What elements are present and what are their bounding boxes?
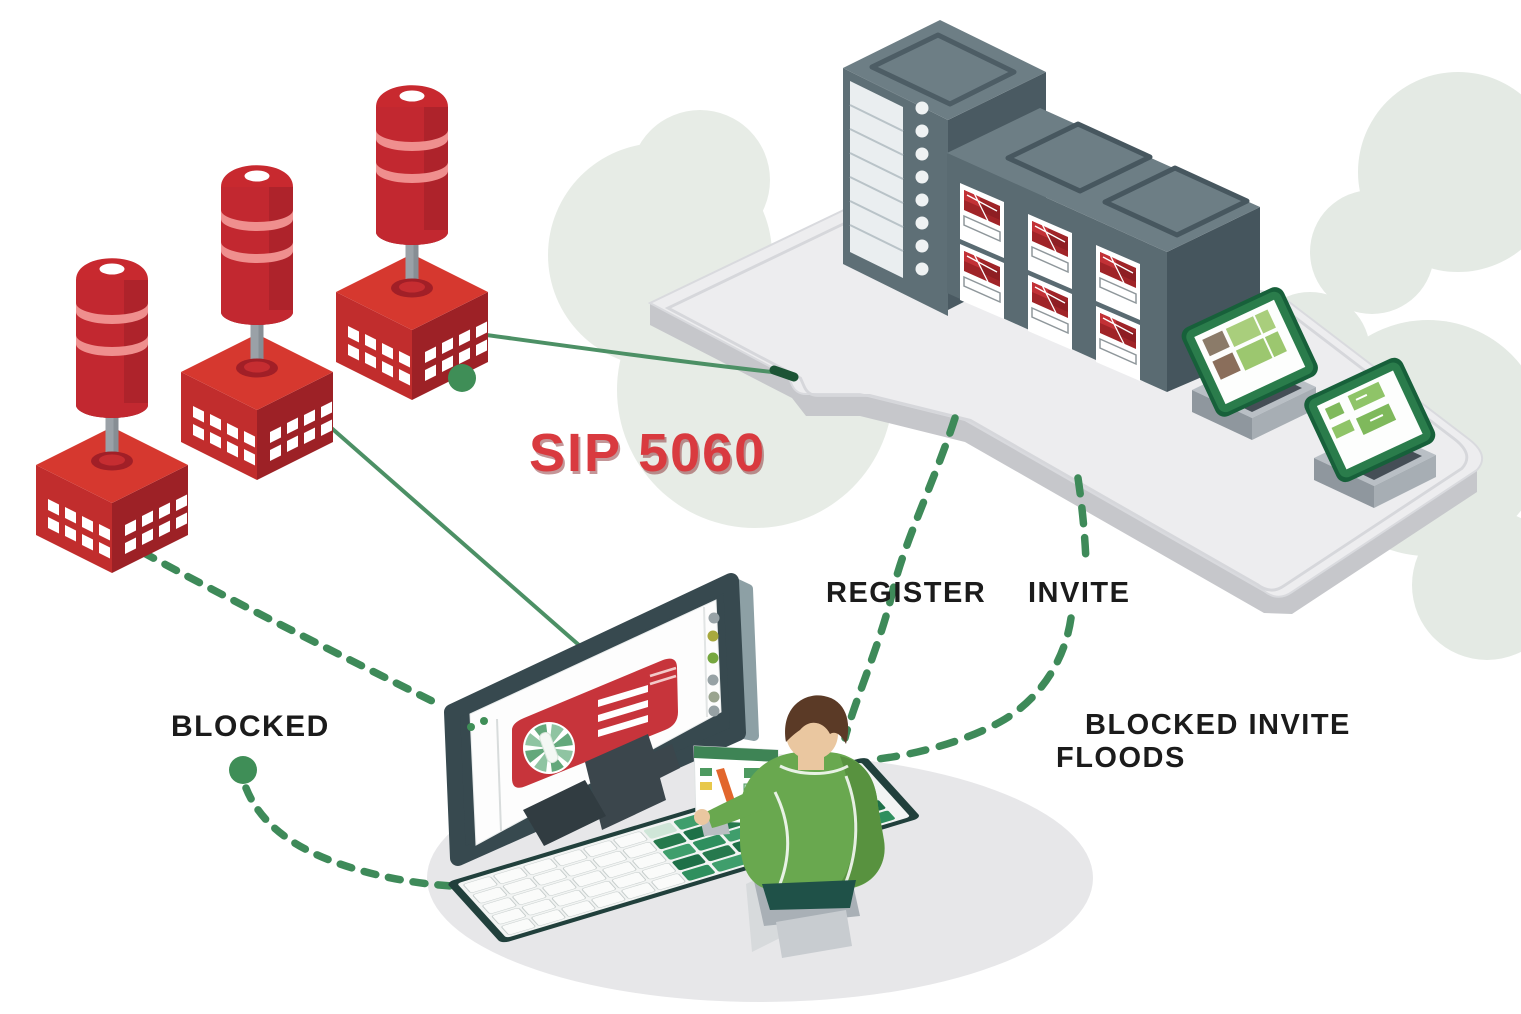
sip-flow-line-1-endpoint	[769, 365, 799, 382]
status-icon-strip	[703, 606, 720, 718]
blocked-invite-floods-line1: BLOCKED INVITE	[1085, 709, 1351, 741]
invite-label: INVITE	[1028, 577, 1131, 609]
monitor-stand	[585, 734, 680, 830]
attacker-node-3	[336, 85, 488, 400]
blocked-marker-dot	[229, 756, 257, 784]
sip-flow-line-2	[318, 416, 582, 648]
invite-flow-dashed-lower	[864, 614, 1075, 764]
blocked-label: BLOCKED	[171, 710, 330, 743]
attacker-node-1	[36, 258, 188, 573]
pbx-building	[843, 20, 1260, 392]
person-arm	[706, 788, 762, 828]
tower-window-strip	[850, 81, 903, 278]
sip-flow-line-1	[471, 331, 791, 376]
monitor-stand-foot	[523, 780, 606, 846]
person-waistband	[762, 880, 856, 910]
person-hand	[694, 809, 710, 825]
attacker-node-2	[181, 165, 333, 480]
analyst-person	[694, 695, 885, 910]
flow-marker-dot	[448, 364, 476, 392]
blocked-flow-dashed-2	[242, 784, 456, 890]
platform-rim-line	[664, 215, 1469, 592]
blocked-invite-floods-line2: FLOODS	[1056, 742, 1186, 774]
tower-dot-column	[915, 101, 929, 276]
analyst-monitor	[444, 573, 759, 866]
person-hair	[785, 695, 849, 744]
invite-flow-dashed-upper	[1074, 474, 1090, 566]
register-label: REGISTER	[826, 577, 987, 609]
sip-port-label: SIP 5060	[529, 423, 767, 483]
docked-tablet-2	[1304, 357, 1436, 508]
register-flow-dashed	[841, 414, 959, 742]
docked-tablet-1	[1181, 287, 1318, 440]
